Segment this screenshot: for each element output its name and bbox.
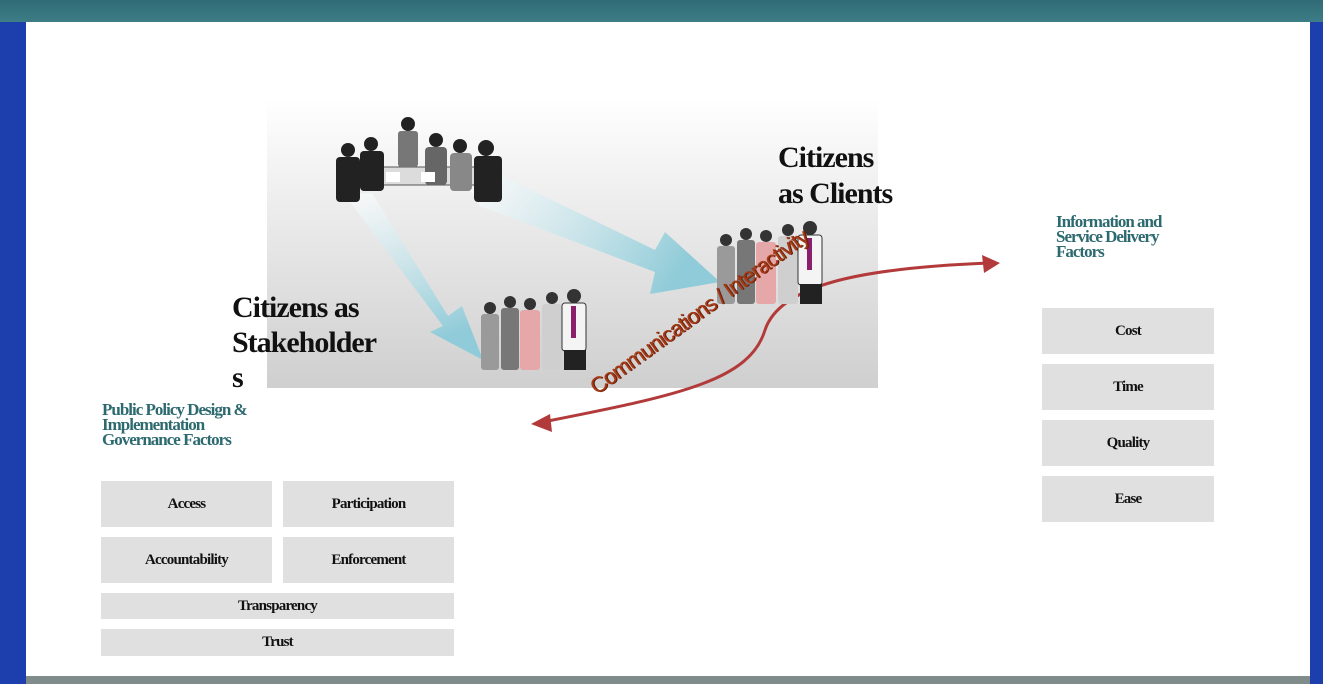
title-line: Information and — [1056, 212, 1162, 231]
heading-line: Citizens — [778, 141, 874, 174]
clients-group-image — [717, 221, 823, 304]
factor-participation: Participation — [283, 481, 454, 527]
meeting-group-image — [336, 117, 502, 202]
factor-time: Time — [1042, 364, 1214, 410]
service-factors-title: Information and Service Delivery Factors — [1056, 212, 1162, 261]
title-line: Implementation — [102, 415, 205, 434]
title-line: Governance Factors — [102, 430, 232, 449]
factor-accountability: Accountability — [101, 537, 272, 583]
curve-arrowhead-right — [982, 255, 1000, 273]
title-line: Service Delivery — [1056, 227, 1159, 246]
factor-quality: Quality — [1042, 420, 1214, 466]
communications-curve — [547, 261, 991, 423]
curve-arrowhead-left — [531, 414, 552, 432]
factor-trust: Trust — [101, 629, 454, 656]
citizens-as-clients-heading: Citizens as Clients — [778, 140, 893, 212]
factor-ease: Ease — [1042, 476, 1214, 522]
factor-transparency: Transparency — [101, 593, 454, 619]
slide-bottom-border — [26, 676, 1310, 684]
title-line: Public Policy Design & — [102, 400, 248, 419]
heading-line: s — [232, 361, 244, 394]
heading-line: as Clients — [778, 177, 893, 210]
governance-factors-title: Public Policy Design & Implementation Go… — [102, 400, 248, 449]
stakeholders-group-image — [481, 289, 587, 370]
factor-enforcement: Enforcement — [283, 537, 454, 583]
slide-top-bar — [0, 0, 1323, 22]
factor-cost: Cost — [1042, 308, 1214, 354]
citizens-as-stakeholders-heading: Citizens as Stakeholder s — [232, 290, 377, 395]
factor-access: Access — [101, 481, 272, 527]
title-line: Factors — [1056, 242, 1105, 261]
flow-arrow-to-clients — [470, 170, 720, 294]
heading-line: Stakeholder — [232, 326, 377, 359]
heading-line: Citizens as — [232, 291, 360, 324]
flow-arrow-to-stakeholders — [345, 193, 483, 360]
